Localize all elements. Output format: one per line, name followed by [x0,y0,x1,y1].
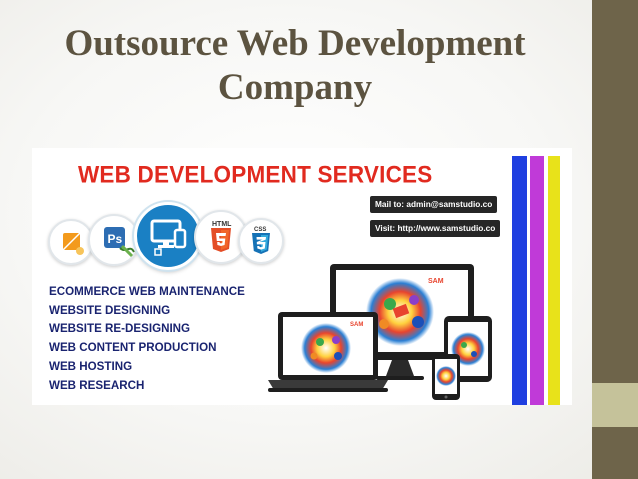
brand-mark-desktop: SAM [428,278,444,285]
service-item: WEB RESEARCH [49,378,145,392]
blue-stripe [512,156,527,405]
laptop: SAM [268,312,388,392]
slide-title: Outsource Web Development Company [30,22,560,110]
website-contact-label: Visit: http://www.samstudio.co [370,220,501,237]
responsive-devices-illustration: SAM SAM [268,264,492,400]
service-item: ECOMMERCE WEB MAINTENANCE [49,285,245,298]
services-list: ECOMMERCE WEB MAINTENANCE WEBSITE DESIGN… [49,283,245,395]
service-item: WEB HOSTING [49,359,133,373]
banner-heading: WEB DEVELOPMENT SERVICES [78,161,433,188]
photoshop-label: Ps [108,232,123,246]
brand-mark-laptop: SAM [350,322,363,328]
illustrator-icon [48,219,94,265]
slide-title-line-2: Company [217,67,373,108]
service-item: WEB CONTENT PRODUCTION [49,341,217,355]
service-item: WEBSITE DESIGNING [49,303,171,317]
slide-side-accent [592,383,638,427]
css3-icon: CSS [238,218,284,264]
service-item: WEBSITE RE-DESIGNING [49,322,191,336]
web-development-banner: WEB DEVELOPMENT SERVICES Ps H [32,148,572,405]
responsive-devices-icon [134,202,202,270]
mail-contact-label: Mail to: admin@samstudio.co [370,196,498,213]
css-label: CSS [254,227,266,233]
phone [432,354,460,400]
purple-stripe [530,156,544,405]
photoshop-icon: Ps [88,214,140,266]
slide-title-line-1: Outsource Web Development [64,23,526,64]
html-label: HTML [212,221,232,228]
yellow-stripe [548,156,560,405]
